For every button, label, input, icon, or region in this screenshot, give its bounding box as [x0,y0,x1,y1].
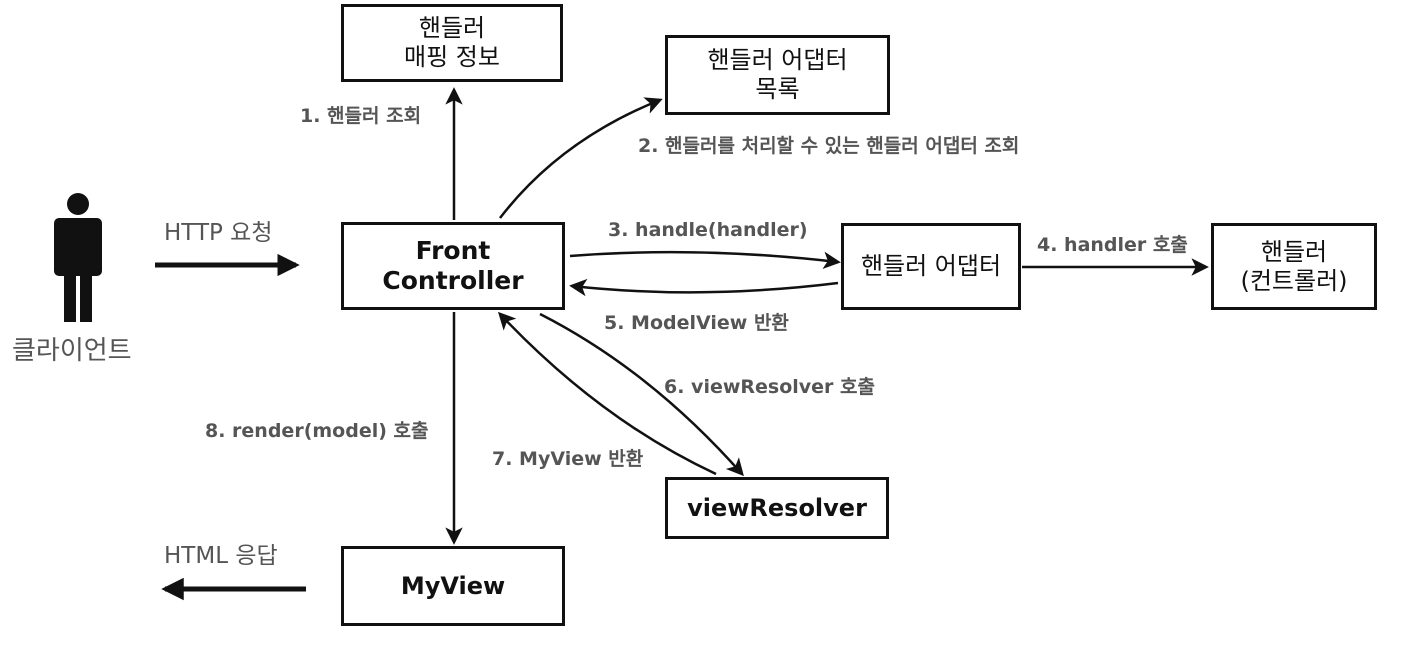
my-view-label: MyView [400,571,506,600]
arrow-step5 [569,278,839,297]
step5-label: 5. ModelView 반환 [604,312,789,334]
arrow-step3 [569,250,841,270]
front-controller-line1: Front [415,236,491,265]
view-resolver-box: viewResolver [665,477,889,539]
http-request-label: HTTP 요청 [164,220,273,246]
handler-box: 핸들러 (컨트롤러) [1211,223,1377,310]
handler-mapping-line2: 매핑 정보 [404,43,500,71]
step4-label: 4. handler 호출 [1037,234,1188,256]
step6-label: 6. viewResolver 호출 [664,376,875,398]
handler-adapter-list-line1: 핸들러 어댑터 [707,46,848,75]
step8-label: 8. render(model) 호출 [205,420,429,442]
handler-adapter-list-line2: 목록 [755,75,800,103]
client-person-icon [54,193,102,322]
step7-label: 7. MyView 반환 [492,448,644,470]
my-view-box: MyView [341,546,565,626]
step2-label: 2. 핸들러를 처리할 수 있는 핸들러 어댑터 조회 [638,135,1020,157]
handler-line1: 핸들러 [1260,237,1328,266]
view-resolver-label: viewResolver [687,493,867,522]
handler-line2: (컨트롤러) [1240,266,1348,295]
arrow-step7 [497,311,717,476]
step1-label: 1. 핸들러 조회 [300,105,422,127]
arrow-step6 [539,312,744,477]
handler-adapter-list-box: 핸들러 어댑터 목록 [665,35,890,115]
handler-mapping-line1: 핸들러 [418,14,486,43]
handler-adapter-label: 핸들러 어댑터 [860,252,1002,281]
step3-label: 3. handle(handler) [608,219,808,241]
front-controller-box: Front Controller [341,222,565,310]
handler-mapping-box: 핸들러 매핑 정보 [341,4,563,82]
client-label: 클라이언트 [12,336,132,366]
html-response-label: HTML 응답 [164,543,278,569]
arrow-step2 [499,97,663,219]
handler-adapter-box: 핸들러 어댑터 [841,223,1021,310]
front-controller-line2: Controller [382,266,524,295]
